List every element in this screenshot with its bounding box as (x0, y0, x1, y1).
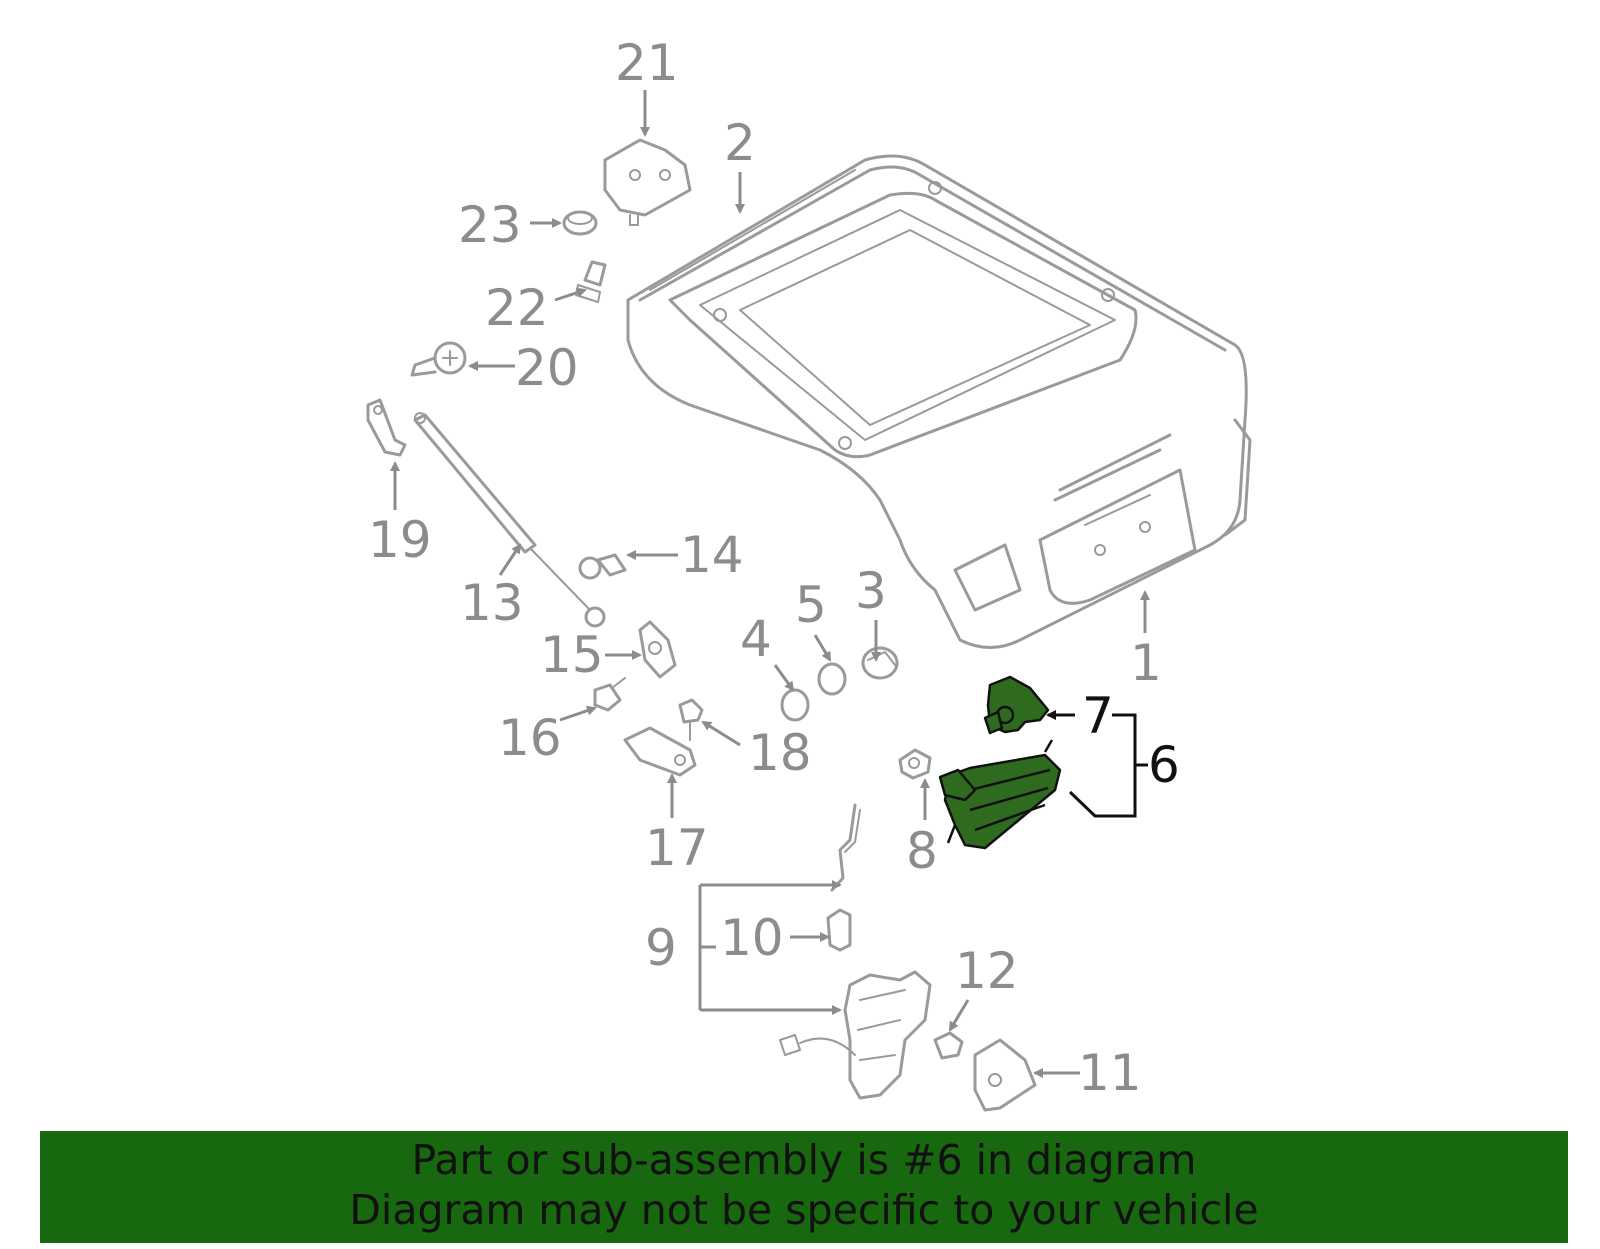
striker (623, 726, 697, 777)
callout-8: 8 (906, 822, 938, 880)
latch (779, 970, 932, 1100)
hinge-bolt (575, 260, 607, 303)
callout-labels: 1 2 3 4 5 6 7 8 9 10 11 12 13 14 15 16 1… (368, 34, 1180, 1102)
banner-line-1: Part or sub-assembly is #6 in diagram (411, 1136, 1197, 1184)
handle-assembly (938, 739, 1062, 850)
striker-bracket (638, 620, 677, 679)
strut-bracket (366, 398, 407, 457)
info-banner: Part or sub-assembly is #6 in diagram Di… (40, 1131, 1568, 1243)
bolt (593, 677, 626, 712)
callout-16: 16 (498, 709, 562, 767)
gas-strut (413, 412, 606, 628)
grommets (780, 646, 899, 722)
hinge (603, 138, 692, 226)
callout-4: 4 (740, 610, 772, 668)
callout-2: 2 (724, 114, 756, 172)
banner-line-2: Diagram may not be specific to your vehi… (349, 1186, 1259, 1234)
bolt-2 (678, 698, 704, 741)
callout-9: 9 (645, 919, 677, 977)
callout-23: 23 (458, 196, 522, 254)
latch-rod (830, 803, 861, 892)
callout-10: 10 (720, 909, 784, 967)
callout-7: 7 (1082, 687, 1114, 745)
lock-cylinder (983, 675, 1050, 735)
leader-lines (390, 90, 1150, 1078)
callout-11: 11 (1078, 1044, 1142, 1102)
liftgate-panel (626, 154, 1252, 649)
callout-22: 22 (485, 279, 549, 337)
bumper-stop (562, 210, 598, 236)
callout-1: 1 (1130, 634, 1162, 692)
callout-14: 14 (680, 526, 744, 584)
nut (898, 748, 932, 780)
latch-bolt (933, 1031, 964, 1060)
rod-clip (826, 908, 852, 952)
screw (410, 341, 467, 377)
weatherstrip (649, 169, 856, 291)
callout-15: 15 (540, 626, 604, 684)
callout-5: 5 (795, 576, 827, 634)
ball-stud (578, 553, 627, 580)
callout-6: 6 (1148, 736, 1180, 794)
callout-21: 21 (615, 34, 679, 92)
callout-12: 12 (955, 942, 1019, 1000)
callout-18: 18 (748, 724, 812, 782)
callout-20: 20 (515, 339, 579, 397)
lower-striker (973, 1038, 1037, 1112)
callout-13: 13 (460, 574, 524, 632)
callout-19: 19 (368, 511, 432, 569)
callout-3: 3 (855, 562, 887, 620)
callout-17: 17 (645, 819, 709, 877)
